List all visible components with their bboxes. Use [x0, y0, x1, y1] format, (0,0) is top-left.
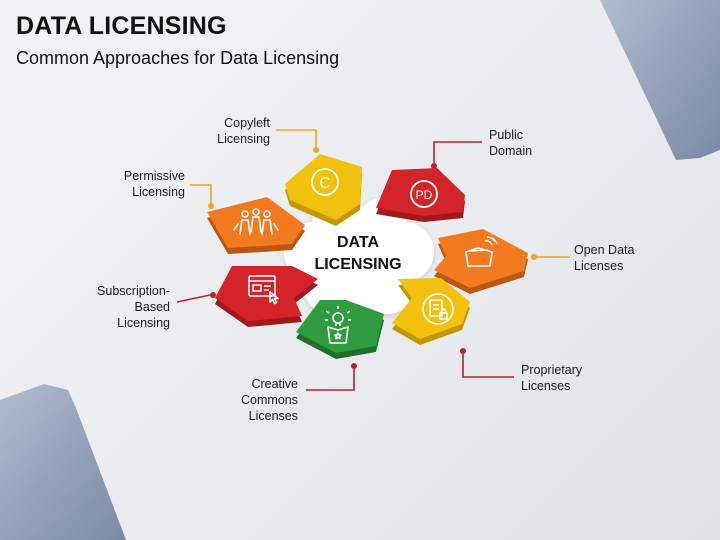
decorative-band-top-right [600, 0, 720, 160]
copyright-icon-glyph: C [319, 175, 331, 192]
label-line: Public [489, 128, 524, 142]
page-subtitle: Common Approaches for Data Licensing [16, 48, 340, 68]
label-line: Licenses [248, 409, 298, 423]
segment-subscription[interactable] [215, 266, 318, 327]
label-line: Licensing [132, 185, 185, 199]
connector-permissive [190, 184, 214, 209]
label-line: Licensing [217, 132, 270, 146]
connector-proprietary [460, 348, 514, 378]
lightbulb-box-icon [325, 306, 351, 344]
label-public-domain: Public Domain [489, 127, 532, 159]
connector-public-domain [431, 141, 482, 169]
label-line: Licensing [117, 316, 170, 330]
label-permissive: Permissive Licensing [124, 168, 185, 200]
label-line: Based [134, 300, 170, 314]
public-domain-icon [410, 180, 438, 208]
label-creative-commons: Creative Commons Licenses [241, 376, 298, 424]
connector-creative-commons [306, 363, 357, 391]
label-line: Open Data [574, 243, 635, 257]
public-domain-icon-glyph: PD [416, 188, 433, 202]
segment-public-domain[interactable]: PD [376, 168, 465, 222]
label-line: Commons [241, 393, 298, 407]
label-line: Licenses [521, 379, 571, 393]
segment-open-data[interactable] [434, 229, 528, 294]
segment-copyleft[interactable]: C [285, 154, 362, 226]
label-line: Domain [489, 144, 533, 158]
folder-icon [465, 236, 498, 267]
decorative-band-bottom-left [0, 384, 126, 540]
center-title-line-1: DATA [336, 234, 380, 251]
connector-open-data [531, 254, 570, 260]
label-line: Permissive [123, 169, 185, 183]
connector-subscription [176, 292, 216, 303]
center-title-line-2: LICENSING [314, 256, 402, 273]
page-title: DATA LICENSING [16, 12, 227, 40]
connector-copyleft [276, 129, 319, 153]
segment-permissive[interactable] [207, 197, 305, 254]
center-title: DATA LICENSING [298, 232, 418, 276]
segment-creative-commons[interactable] [296, 300, 384, 359]
segment-proprietary[interactable] [392, 278, 470, 345]
label-line: Proprietary [521, 363, 583, 377]
web-subscription-icon [248, 275, 279, 305]
label-line: Subscription- [97, 284, 170, 298]
center-cloud [284, 198, 434, 314]
label-subscription: Subscription- Based Licensing [97, 283, 170, 331]
locked-document-icon [422, 293, 454, 325]
label-line: Creative [251, 377, 298, 391]
label-line: Licenses [574, 259, 624, 273]
label-proprietary: Proprietary Licenses [521, 362, 582, 394]
label-copyleft: Copyleft Licensing [217, 115, 270, 147]
copyright-icon [311, 168, 339, 196]
people-group-icon [233, 208, 279, 235]
label-open-data: Open Data Licenses [574, 242, 634, 274]
label-line: Copyleft [224, 116, 270, 130]
